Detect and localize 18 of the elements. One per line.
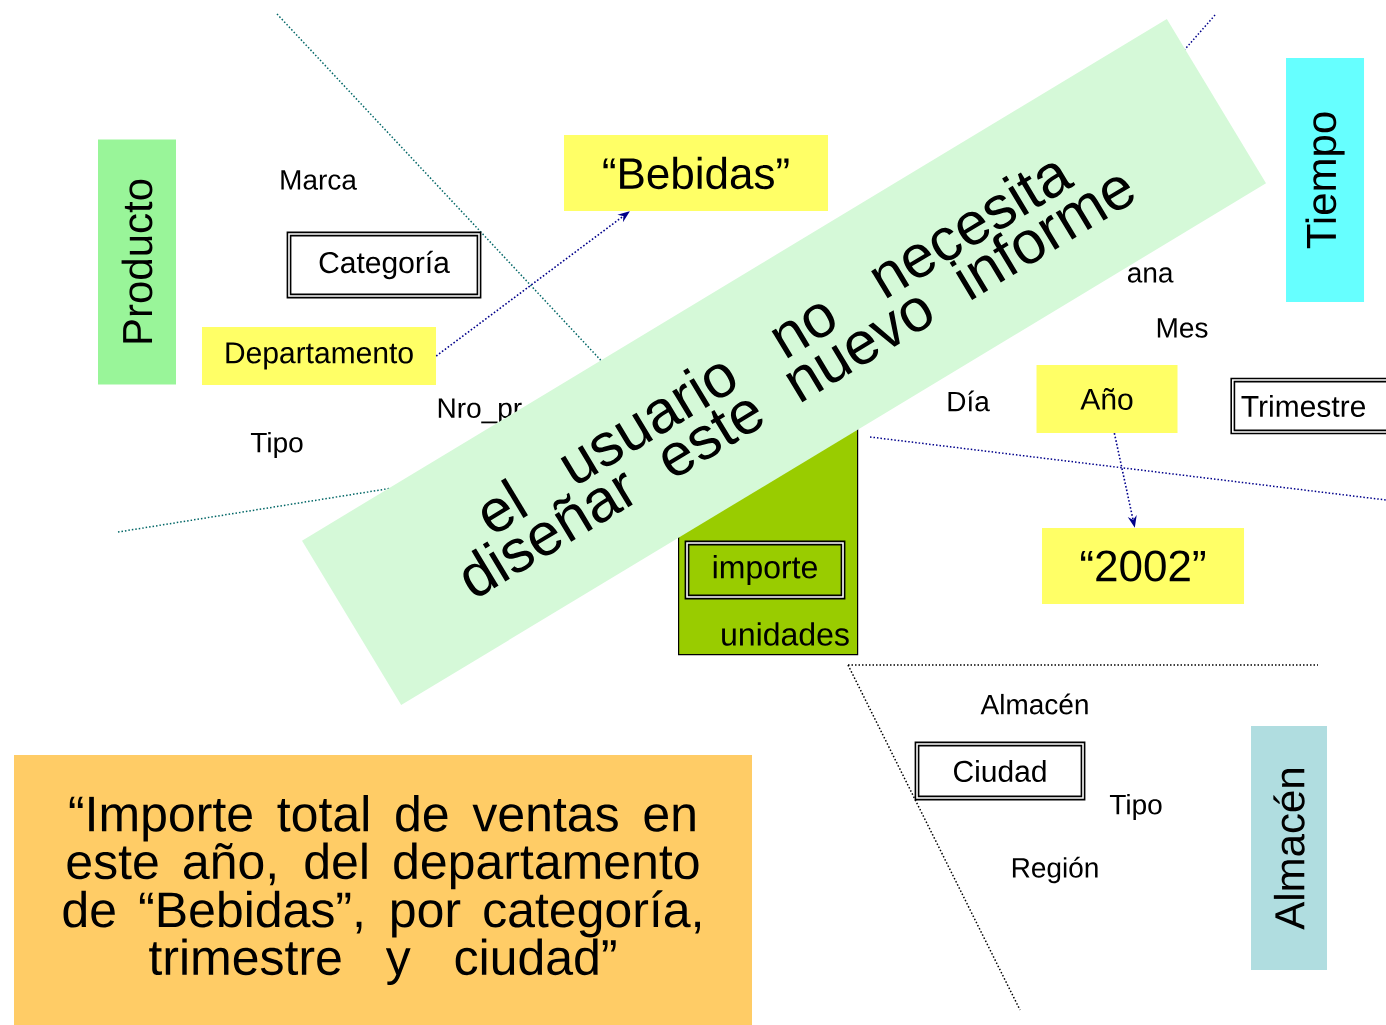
- dimension-band: Producto: [98, 139, 176, 385]
- attribute-box: Trimestre: [1230, 377, 1386, 435]
- attribute-label: Día: [948, 390, 990, 412]
- dimension-band: Tiempo: [1286, 58, 1364, 302]
- attribute-label: Región: [1012, 856, 1098, 884]
- value-box: “2002”: [1042, 528, 1244, 604]
- attribute-label: Nro_pr: [438, 398, 522, 424]
- value-box: “Bebidas”: [564, 135, 828, 211]
- attribute-label: Mes: [1157, 318, 1208, 338]
- attribute-box: importe: [684, 540, 846, 600]
- attribute-box: Ciudad: [914, 741, 1086, 801]
- attribute-label: Tipo: [250, 431, 303, 459]
- value-box: Departamento: [202, 327, 436, 385]
- value-box: Año: [1036, 365, 1178, 433]
- query-box: “Importe total de ventas en este año, del departamento de “Bebidas”, por categoría, trimestre y ciudad”: [14, 755, 752, 1025]
- dimension-band: Almacén: [1251, 726, 1327, 970]
- attribute-box: Categoría: [286, 231, 482, 299]
- attribute-label: Tipo: [1109, 793, 1162, 821]
